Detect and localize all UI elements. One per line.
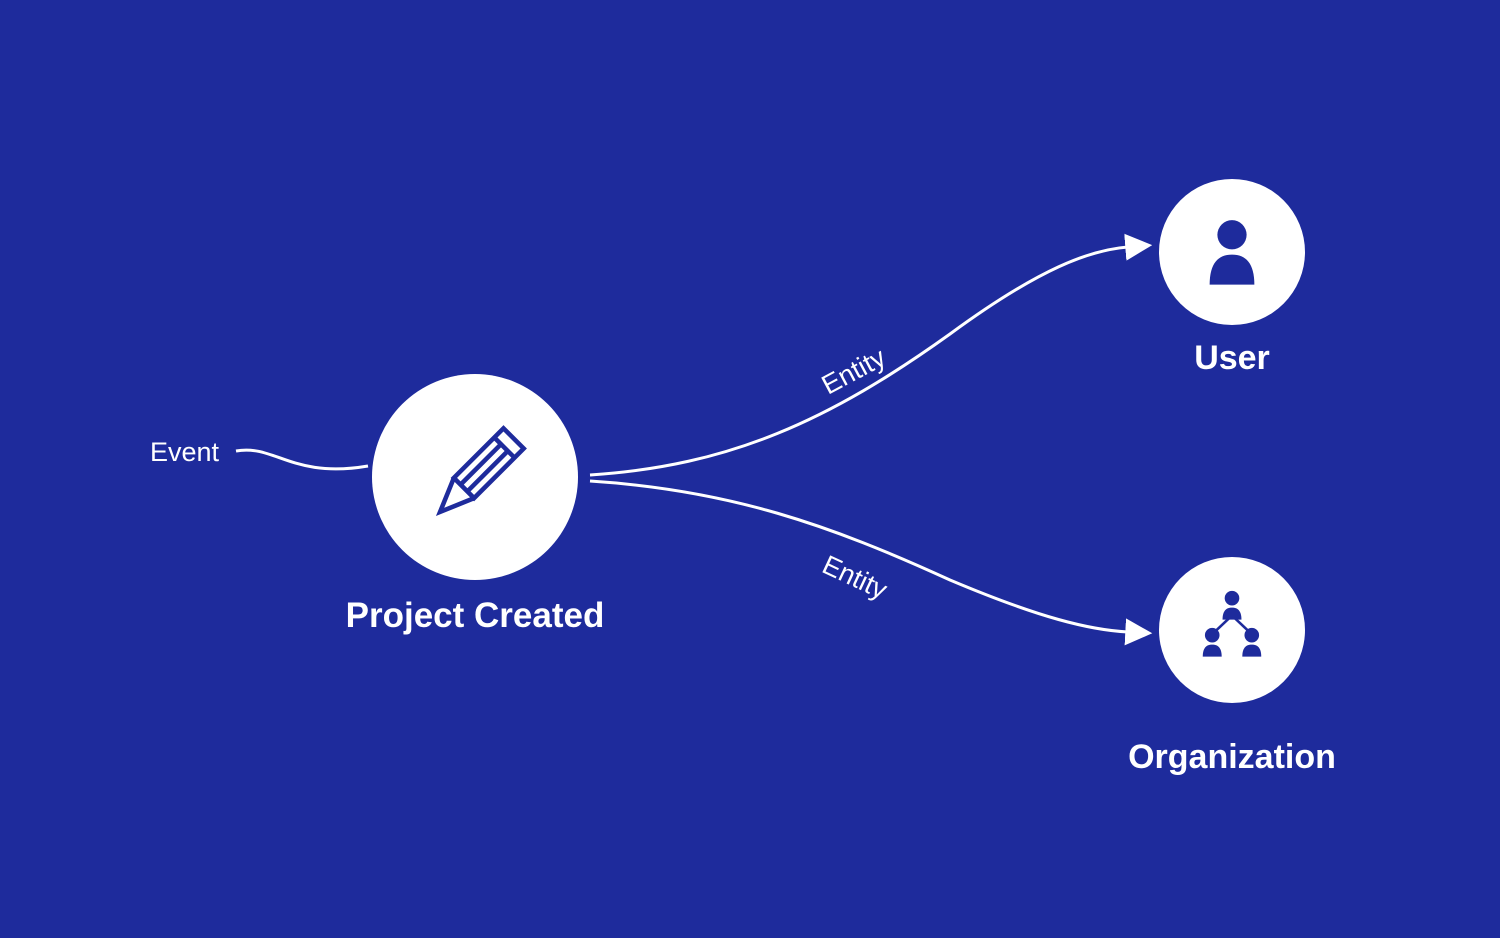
event-connector-line	[235, 448, 369, 471]
user-icon	[1209, 220, 1255, 285]
node-user	[1159, 179, 1305, 325]
edge-entity-user-line	[589, 233, 1153, 477]
node-project-created	[372, 374, 578, 580]
node-organization	[1159, 557, 1305, 703]
node-label-project-created: Project Created	[345, 596, 605, 635]
pencil-icon	[435, 425, 527, 517]
node-label-user: User	[1194, 339, 1270, 377]
edge-entity-organization-line	[589, 479, 1153, 646]
node-label-organization: Organization	[1128, 738, 1336, 776]
event-label: Event	[150, 437, 220, 467]
organization-icon	[1202, 590, 1262, 657]
